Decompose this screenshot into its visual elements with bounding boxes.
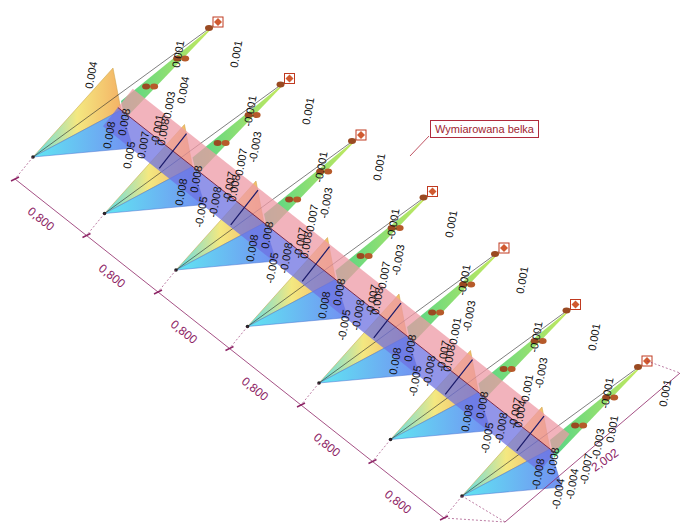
value-label: -0.001 (455, 264, 472, 297)
dimension-tick (369, 460, 377, 464)
value-label: 0.007 (232, 147, 249, 176)
extension-line (373, 440, 391, 462)
hinge-symbol (348, 138, 356, 144)
value-label: 0.001 (514, 265, 531, 294)
value-label: -0.004 (563, 468, 580, 501)
dimension-label: 0,800 (383, 488, 414, 516)
value-label: -0.003 (389, 243, 406, 276)
value-label: 0.004 (175, 75, 192, 104)
extension-line (15, 157, 33, 179)
hinge-symbol (500, 366, 508, 372)
dimension-label: 0,800 (97, 262, 128, 290)
support-symbol (285, 74, 295, 84)
value-label: -0.003 (460, 300, 477, 333)
hinge-symbol (142, 84, 150, 90)
value-label: -0.003 (532, 356, 549, 389)
value-label: 0.001 (442, 209, 459, 238)
extension-line (444, 496, 462, 518)
hinge-symbol (277, 82, 285, 88)
value-label: -0.003 (317, 187, 334, 220)
hinge-symbol (222, 140, 230, 146)
value-label: -0.003 (246, 130, 263, 163)
extension-line (301, 383, 319, 405)
dimension-tick (11, 177, 19, 181)
dimension-label: 0,800 (240, 375, 271, 403)
value-label: -0.001 (527, 320, 544, 353)
hinge-symbol (571, 423, 579, 429)
value-label: -0.001 (384, 207, 401, 240)
value-label: 0.001 (170, 39, 187, 68)
dimension-line (15, 179, 444, 518)
dimension-tick (154, 290, 162, 294)
value-label: 0.001 (518, 373, 535, 402)
dimension-tick (226, 347, 234, 351)
value-label: -0.001 (312, 151, 329, 184)
support-symbol (572, 301, 580, 309)
support-symbol (500, 244, 508, 252)
extension-line (158, 270, 176, 292)
hinge-symbol (205, 25, 213, 31)
extension-line (647, 361, 680, 373)
value-label: 0.007 (304, 203, 321, 232)
extension-line (462, 496, 505, 522)
value-label: 0.004 (83, 60, 100, 89)
hinge-symbol (420, 195, 428, 201)
support-symbol (356, 130, 366, 140)
hinge-symbol (214, 140, 222, 146)
support-symbol (428, 187, 438, 197)
hinge-symbol (579, 423, 587, 429)
leader-line (410, 136, 429, 156)
extension-line (230, 327, 248, 349)
support-symbol (286, 75, 294, 83)
callout-box: Wymiarowana belka (430, 120, 539, 138)
hinge-symbol (491, 251, 499, 257)
value-label: -0.001 (598, 377, 615, 410)
value-label: 0.001 (604, 414, 621, 443)
hinge-symbol (357, 253, 365, 259)
hinge-symbol (634, 364, 642, 370)
dimension-tick (297, 403, 305, 407)
main-beam-axis (118, 108, 555, 453)
value-label: 0.001 (585, 322, 602, 351)
hinge-symbol (563, 308, 571, 314)
support-symbol (357, 131, 365, 139)
value-label: 0.001 (447, 316, 464, 345)
hinge-symbol (150, 84, 158, 90)
main-beam-upper (118, 89, 570, 453)
hinge-symbol (293, 197, 301, 203)
support-symbol (213, 17, 223, 27)
hinge-symbol (285, 197, 293, 203)
value-label: 0.001 (657, 378, 674, 407)
hinge-symbol (508, 366, 516, 372)
support-symbol (499, 243, 509, 253)
extension-line (444, 518, 505, 522)
hinge-symbol (428, 310, 436, 316)
dimension-label: 0,800 (25, 205, 56, 233)
value-label: 0.003 (161, 90, 178, 119)
support-symbol (214, 18, 222, 26)
callout-text: Wymiarowana belka (435, 122, 534, 136)
value-label: 0.001 (299, 96, 316, 125)
extension-line (87, 214, 105, 236)
dimension-line (505, 373, 680, 522)
dimension-tick (83, 234, 91, 238)
dimension-label: 0,800 (311, 431, 342, 459)
value-label: 0.007 (375, 260, 392, 289)
hinge-symbol (365, 253, 373, 259)
value-label: 0.001 (228, 39, 245, 68)
value-label: 0.001 (371, 152, 388, 181)
dimension-label: 0,800 (168, 318, 199, 346)
hinge-symbol (436, 310, 444, 316)
main-beam-lower (103, 108, 555, 472)
support-symbol (571, 300, 581, 310)
support-symbol (429, 188, 437, 196)
value-label: -0.001 (241, 94, 258, 127)
